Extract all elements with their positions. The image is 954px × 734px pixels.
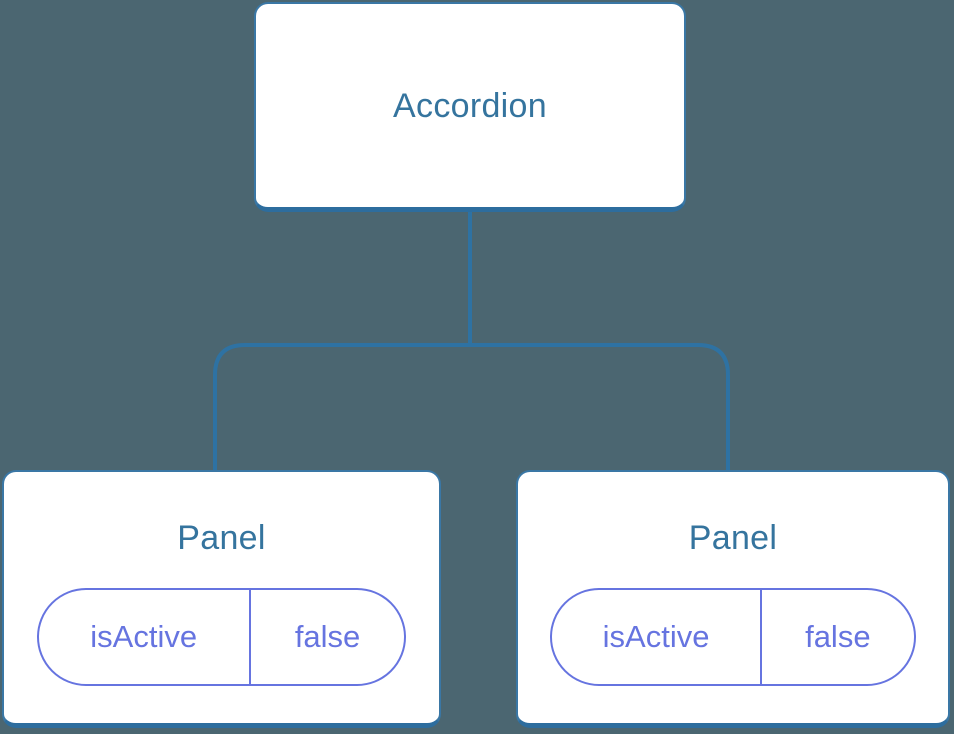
state-key: isActive	[552, 590, 762, 684]
connector-line	[213, 210, 730, 470]
state-key: isActive	[39, 590, 251, 684]
state-pill: isActive false	[36, 588, 407, 686]
panel-node-label: Panel	[688, 519, 778, 557]
panel-node-left: Panel isActive false	[2, 470, 441, 728]
panel-node-right: Panel isActive false	[516, 470, 950, 728]
state-pill: isActive false	[550, 588, 916, 686]
state-value: false	[805, 619, 871, 654]
panel-node-label: Panel	[177, 519, 266, 557]
state-value: false	[294, 619, 361, 654]
accordion-node-label: Accordion	[393, 86, 547, 125]
accordion-node: Accordion	[254, 2, 686, 212]
